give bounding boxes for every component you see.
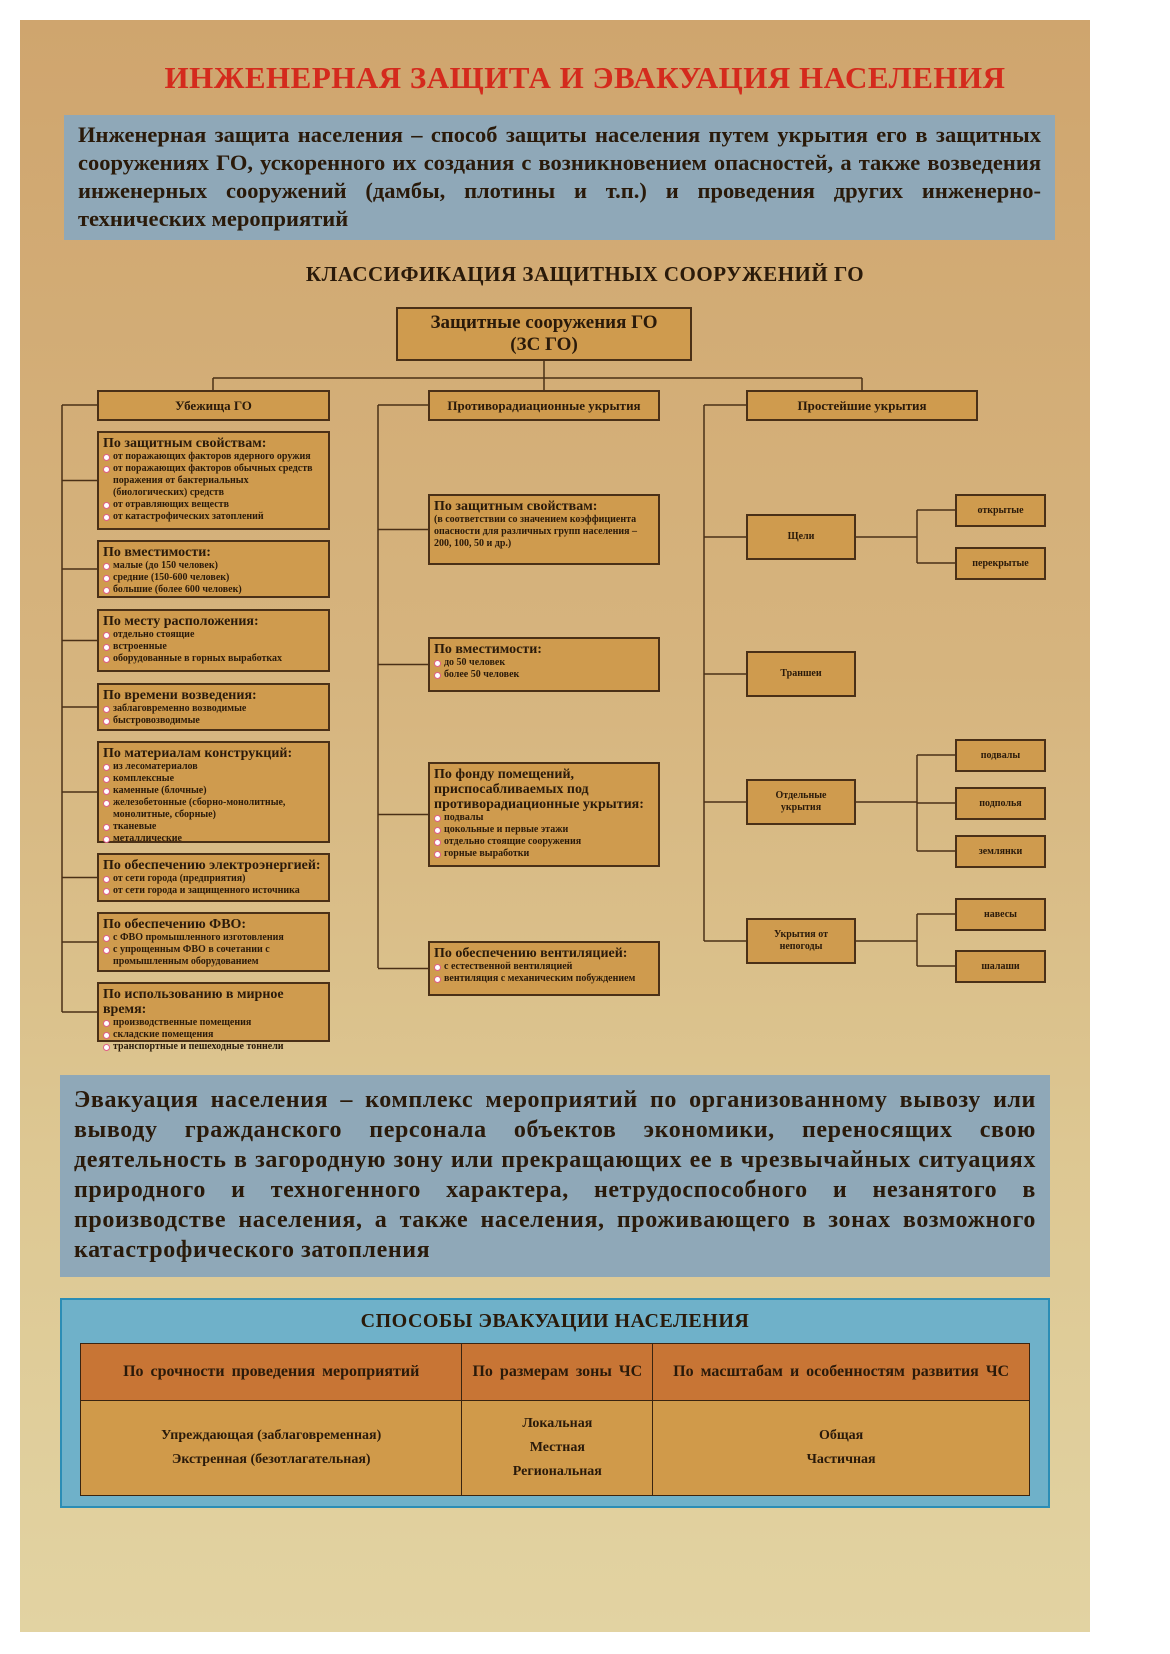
cell-item: Локальная xyxy=(522,1416,593,1431)
category-item: из лесоматериалов xyxy=(103,761,324,773)
category-note: (в соответствии со значением коэффициент… xyxy=(434,514,638,549)
simple-type: Щели xyxy=(746,514,856,560)
category-item: металлические xyxy=(103,833,324,845)
category-title: По обеспечению электроэнергией: xyxy=(103,858,321,873)
protection-definition: Инженерная защита населения – способ защ… xyxy=(64,115,1055,240)
category-item: более 50 человек xyxy=(434,669,654,681)
simple-subtype: открытые xyxy=(955,494,1046,527)
root-node: Защитные сооружения ГО(ЗС ГО) xyxy=(396,307,692,361)
cell-item: Экстренная (безотлагательная) xyxy=(171,1452,371,1467)
category-item: оборудованные в горных выработках xyxy=(103,653,324,665)
root-line2: (ЗС ГО) xyxy=(510,334,578,355)
category-title: По использованию в мирное время: xyxy=(103,987,284,1017)
evacuation-definition: Эвакуация населения – комплекс мероприят… xyxy=(60,1075,1050,1277)
category-title: По фонду помещений, приспосабливаемых по… xyxy=(434,767,644,812)
evacuation-methods-title: СПОСОБЫ ЭВАКУАЦИИ НАСЕЛЕНИЯ xyxy=(360,1310,750,1332)
category-item: быстровозводимые xyxy=(103,715,324,727)
simple-subtype: подполья xyxy=(955,787,1046,820)
category-item: от поражающих факторов ядерного оружия xyxy=(103,451,324,463)
shelter-category: По обеспечению электроэнергией:от сети г… xyxy=(97,853,330,902)
simple-type: Укрытия от непогоды xyxy=(746,918,856,964)
category-item: цокольные и первые этажи xyxy=(434,824,654,836)
simple-type: Отдельные укрытия xyxy=(746,779,856,825)
simple-subtype: землянки xyxy=(955,835,1046,868)
cell-item: Частичная xyxy=(806,1452,876,1467)
page-title: ИНЖЕНЕРНАЯ ЗАЩИТА И ЭВАКУАЦИЯ НАСЕЛЕНИЯ xyxy=(164,60,1006,95)
category-item: комплексные xyxy=(103,773,324,785)
shelter-category: По защитным свойствам:от поражающих факт… xyxy=(97,431,330,530)
shelter-category: По времени возведения:заблаговременно во… xyxy=(97,683,330,731)
shelter-category: По обеспечению ФВО:с ФВО промышленного и… xyxy=(97,912,330,972)
category-item: с естественной вентиляцией xyxy=(434,961,654,973)
category-item: каменные (блочные) xyxy=(103,785,324,797)
simple-subtype: перекрытые xyxy=(955,547,1046,580)
evacuation-methods-panel: СПОСОБЫ ЭВАКУАЦИИ НАСЕЛЕНИЯ По срочности… xyxy=(60,1298,1050,1508)
node-simple-shelters: Простейшие укрытия xyxy=(746,390,978,421)
category-item: тканевые xyxy=(103,821,324,833)
cell-item: Упреждающая (заблаговременная) xyxy=(161,1428,382,1443)
category-item: большие (более 600 человек) xyxy=(103,584,324,596)
cell-item: Местная xyxy=(529,1440,585,1455)
category-item: от сети города и защищенного источника xyxy=(103,885,324,897)
root-line1: Защитные сооружения ГО xyxy=(430,312,658,333)
category-item: железобетонные (сборно-монолитные, монол… xyxy=(103,797,324,821)
category-item: от сети города (предприятия) xyxy=(103,873,324,885)
category-title: По месту расположения: xyxy=(103,614,259,629)
shelter-category: По вместимости:малые (до 150 человек)сре… xyxy=(97,540,330,598)
category-item: от катастрофических затоплений xyxy=(103,511,324,523)
simple-type: Траншеи xyxy=(746,651,856,697)
category-title: По вместимости: xyxy=(434,642,542,657)
category-title: По обеспечению вентиляцией: xyxy=(434,946,628,961)
simple-subtype: подвалы xyxy=(955,739,1046,772)
category-item: средние (150-600 человек) xyxy=(103,572,324,584)
cell-item: Региональная xyxy=(512,1464,602,1479)
category-item: до 50 человек xyxy=(434,657,654,669)
category-item: встроенные xyxy=(103,641,324,653)
category-title: По материалам конструкций: xyxy=(103,746,293,761)
category-item: отдельно стоящие сооружения xyxy=(434,836,654,848)
category-item: транспортные и пешеходные тоннели xyxy=(103,1041,324,1053)
simple-subtype: шалаши xyxy=(955,950,1046,983)
radiation-category: По защитным свойствам:(в соответствии со… xyxy=(428,494,660,565)
cell-item: Общая xyxy=(818,1428,864,1443)
col-cell: Упреждающая (заблаговременная) Экстренная… xyxy=(79,1400,463,1496)
category-item: от отравляющих веществ xyxy=(103,499,324,511)
simple-subtype: навесы xyxy=(955,898,1046,931)
category-item: горные выработки xyxy=(434,848,654,860)
category-item: с ФВО промышленного изготовления xyxy=(103,932,324,944)
category-title: По защитным свойствам: xyxy=(103,436,267,451)
col-header: По масштабам и особенностям развития ЧС xyxy=(652,1343,1030,1401)
category-item: заблаговременно возводимые xyxy=(103,703,324,715)
category-item: подвалы xyxy=(434,812,654,824)
category-item: складские помещения xyxy=(103,1029,324,1041)
category-item: отдельно стоящие xyxy=(103,629,324,641)
node-shelters: Убежища ГО xyxy=(97,390,330,421)
category-title: По вместимости: xyxy=(103,545,211,560)
shelter-category: По материалам конструкций:из лесоматериа… xyxy=(97,741,330,845)
category-title: По обеспечению ФВО: xyxy=(103,917,247,932)
node-radiation-shelters: Противорадиационные укрытия xyxy=(428,390,660,421)
category-item: от поражающих факторов обычных средств п… xyxy=(103,463,324,499)
category-title: По защитным свойствам: xyxy=(434,499,598,514)
classification-heading: КЛАССИФИКАЦИЯ ЗАЩИТНЫХ СООРУЖЕНИЙ ГО xyxy=(305,262,865,286)
col-header: По срочности проведения мероприятий xyxy=(79,1343,463,1401)
category-item: малые (до 150 человек) xyxy=(103,560,324,572)
category-item: производственные помещения xyxy=(103,1017,324,1029)
shelter-category: По использованию в мирное время:производ… xyxy=(97,982,330,1052)
radiation-category: По обеспечению вентиляцией:с естественно… xyxy=(428,941,660,996)
category-item: с упрощенным ФВО в сочетании с промышлен… xyxy=(103,944,324,968)
col-header: По размерам зоны ЧС xyxy=(461,1343,654,1401)
radiation-category: По фонду помещений, приспосабливаемых по… xyxy=(428,762,660,867)
category-item: вентиляция с механическим побуждением xyxy=(434,973,654,985)
category-title: По времени возведения: xyxy=(103,688,257,703)
